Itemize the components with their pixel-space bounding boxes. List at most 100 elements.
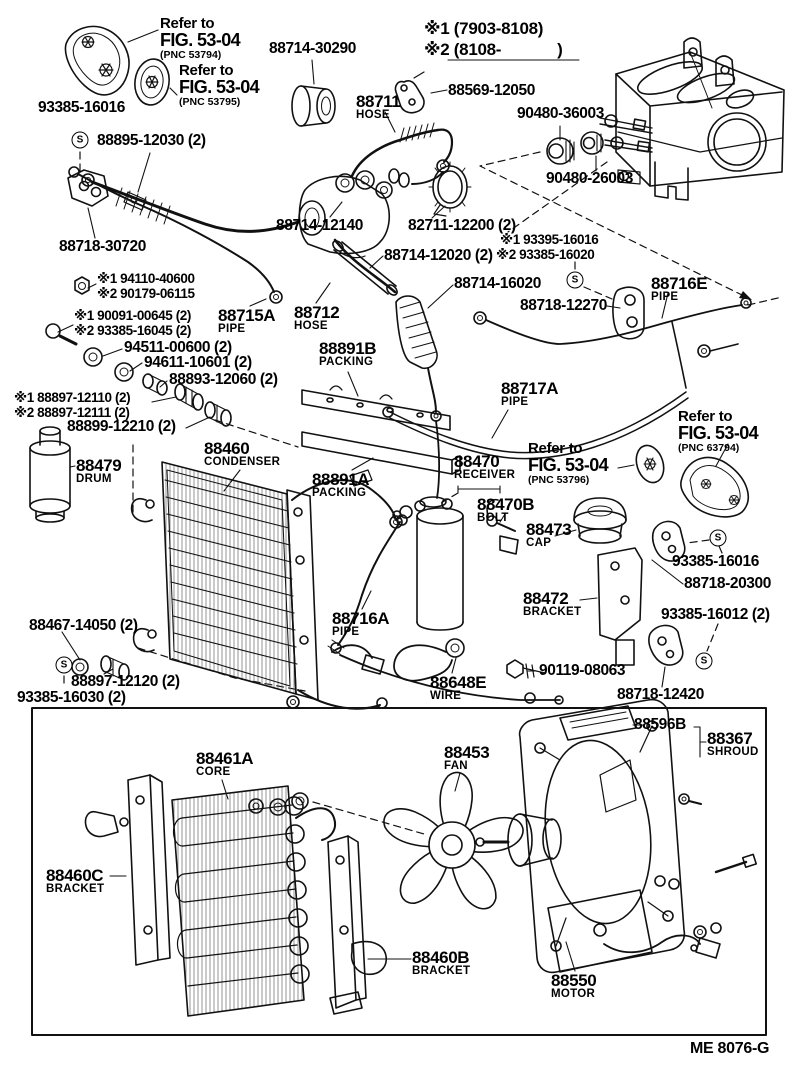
part-name: CAP [526,537,552,550]
receiver-drawing [392,496,464,631]
part-number: 88891A [312,470,370,489]
part-number: 88897-12120 (2) [71,673,180,690]
refer-note-line: FIG. 53-04 [179,77,260,98]
part-number: 88596B [634,716,686,733]
part-label: 88895-12030 (2) [97,133,206,149]
refer-note-line: Refer to [179,62,234,79]
part-number: 88470B [477,495,535,514]
part-label: ※1 88897-12110 (2) [14,390,131,405]
refer-note-line: (PNC 63794) [678,441,740,454]
refer-note-line: (PNC 53795) [179,95,241,108]
part-name: PACKING [319,356,374,369]
part-name: BRACKET [523,606,582,619]
part-name: FAN [444,760,468,773]
refer-note-line: FIG. 53-04 [528,455,609,476]
part-label: 88714-12140 [276,218,363,234]
bracket-clamp-drawings [506,286,686,679]
part-label: ※2 88897-12111 (2) [14,406,130,420]
part-name: PACKING [312,487,367,500]
refer-note-line: Refer to [160,15,215,32]
part-number: 93385-16016 [38,99,125,116]
part-name: MOTOR [551,988,596,1001]
part-number: 88718-12270 [520,297,607,314]
bottom-panel [31,698,767,1036]
part-label: 82711-12200 (2) [408,218,516,234]
part-label: 88718-20300 [684,576,771,592]
part-number: 88461A [196,749,254,768]
part-number: 88714-16020 [454,275,541,292]
part-number: 88893-12060 (2) [169,371,278,388]
part-number: 88472 [523,589,569,608]
part-number: 88715A [218,306,276,325]
part-label: 88899-12210 (2) [67,419,176,435]
part-name: CONDENSER [204,456,281,469]
dashed-lines [63,151,783,835]
refer-note-line: FIG. 53-04 [160,30,241,51]
legend: ※1 (7903-8108) ※2 (8108-) [424,18,563,61]
part-number: 88718-12420 [617,686,704,703]
sleeve-drawing [291,85,336,127]
part-label: ※1 93395-16016 [500,233,599,247]
part-number: ※1 88897-12110 (2) [14,390,131,405]
part-label: ※2 90179-06115 [97,287,195,301]
part-name: PIPE [501,396,529,409]
part-name: WIRE [430,690,462,703]
refer-note-line: Refer to [528,440,583,457]
refer-note-line: FIG. 53-04 [678,423,759,444]
screw-symbol-icon: S [71,131,89,149]
part-label: 90119-08063 [539,663,626,679]
part-number: 82711-12200 (2) [408,217,516,234]
part-name: PIPE [218,323,246,336]
part-label: 94611-10601 (2) [144,355,252,371]
part-number: 88899-12210 (2) [67,418,176,435]
part-number: 88714-30290 [269,40,356,57]
screw-symbol-icon: S [55,656,73,674]
legend-line-1: ※1 (7903-8108) [424,19,544,38]
wire-drawing [331,638,465,682]
part-name: DRUM [76,473,112,486]
part-label: 90480-36003 [517,106,604,122]
part-number: ※1 94110-40600 [97,271,195,286]
part-label: 93385-16016 [38,100,125,116]
part-label: 93385-16016 [672,554,759,570]
part-number: ※2 90179-06115 [97,286,195,301]
part-label: 88596B [634,717,686,733]
part-label: 88718-12420 [617,687,704,703]
packing-bar-drawings [301,385,461,475]
dashed-arrowhead [739,291,752,300]
part-number: 88714-12140 [276,217,363,234]
screw-symbol-icon: S [695,652,713,670]
legend-line-2: ※2 (8108-) [424,40,563,60]
part-number: 88718-30720 [59,238,146,255]
part-number: 88460B [412,948,470,967]
screw-symbol-icon: S [566,271,584,289]
drawing-code: ME 8076-G [690,1040,770,1057]
part-name: SHROUD [707,746,759,759]
part-number: ※2 88897-12111 (2) [14,405,130,420]
evaporator-unit-drawing [599,37,785,201]
part-number: 93385-16030 (2) [17,689,126,706]
part-name: BRACKET [46,883,105,896]
part-label: 88467-14050 (2) [29,618,138,634]
part-number: 90480-26003 [546,170,633,187]
part-name: BRACKET [412,965,471,978]
part-label: 88893-12060 (2) [169,372,278,388]
part-number: ※2 93385-16020 [496,247,595,262]
